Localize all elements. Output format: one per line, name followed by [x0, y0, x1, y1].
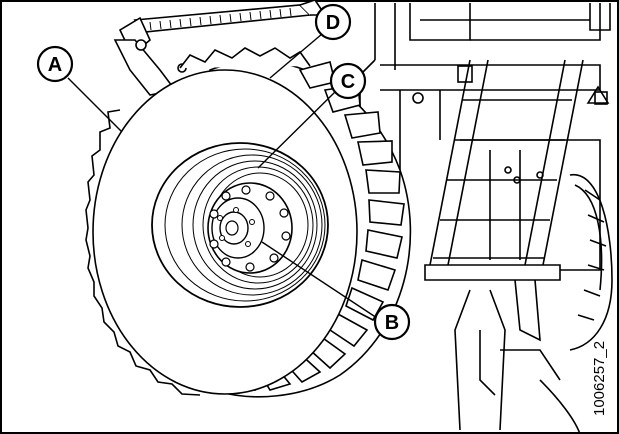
callout-c: C — [329, 62, 367, 100]
spring-assembly — [113, 0, 327, 96]
hub — [207, 182, 293, 274]
leader-c — [257, 89, 338, 169]
callout-a: A — [36, 45, 74, 83]
leader-d — [269, 33, 323, 79]
callout-a-label: A — [48, 54, 62, 76]
callout-b-label: B — [385, 312, 399, 334]
leader-b — [261, 241, 378, 319]
figure-id: 1006257_2 — [591, 341, 608, 416]
leader-lines — [67, 33, 378, 319]
callout-b: B — [373, 303, 411, 341]
wheel-nuts — [209, 185, 291, 272]
leader-a — [67, 77, 123, 133]
callout-d: D — [314, 3, 352, 41]
callout-c-label: C — [341, 71, 355, 93]
callout-d-label: D — [326, 12, 340, 34]
